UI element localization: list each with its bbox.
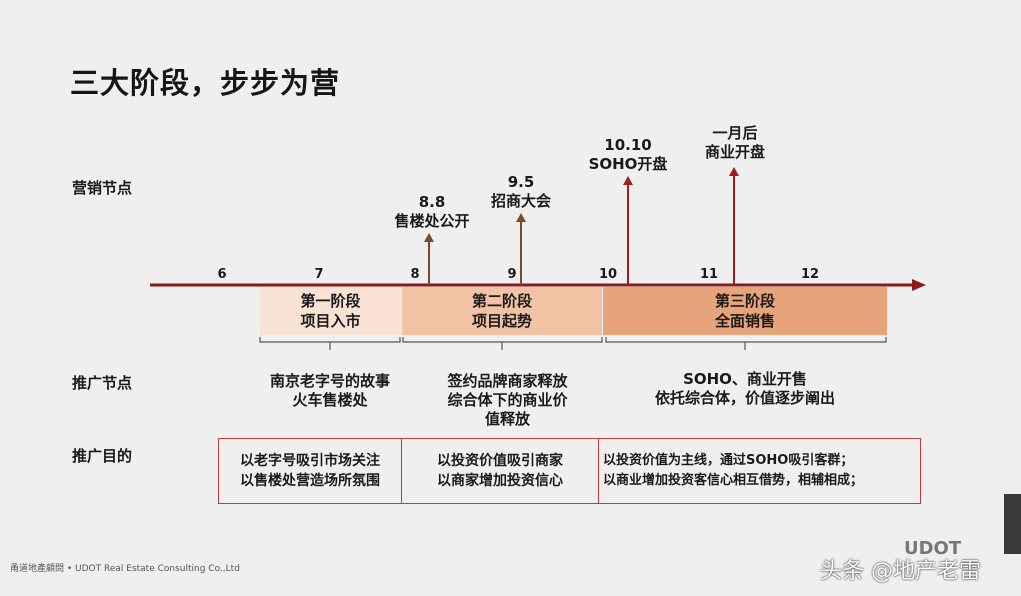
phase-box-2: 第二阶段 项目起势 bbox=[402, 287, 602, 335]
timeline-arrowhead bbox=[912, 279, 926, 291]
promotion-line: 火车售楼处 bbox=[292, 391, 368, 409]
watermark: 头条 @地产老雷 bbox=[820, 559, 981, 584]
event-name: 售楼处公开 bbox=[394, 212, 470, 230]
phase-name: 第三阶段 bbox=[714, 292, 775, 310]
promotion-text-3: SOHO、商业开售 依托综合体，价值逐步阐出 bbox=[620, 370, 870, 408]
event-name: 商业开盘 bbox=[704, 143, 765, 161]
event-date: 8.8 bbox=[418, 193, 446, 211]
event-name: SOHO开盘 bbox=[588, 155, 668, 173]
event-arrowhead-1 bbox=[424, 233, 434, 242]
phase-name: 第二阶段 bbox=[471, 292, 532, 310]
row-label-goal: 推广目的 bbox=[72, 447, 133, 465]
promotion-text-2: 签约品牌商家释放 综合体下的商业价 值释放 bbox=[425, 372, 590, 429]
promotion-text-1: 南京老字号的故事 火车售楼处 bbox=[245, 372, 415, 410]
promotion-line: 综合体下的商业价 bbox=[447, 391, 568, 409]
month-label: 12 bbox=[800, 267, 820, 282]
event-date: 10.10 bbox=[604, 136, 652, 154]
phase-desc: 项目入市 bbox=[300, 312, 361, 330]
goal-line: 以商业增加投资客信心相互借势，相辅相成； bbox=[603, 473, 864, 488]
phase-desc: 项目起势 bbox=[471, 312, 532, 330]
goal-line: 以投资价值吸引商家 bbox=[437, 453, 563, 469]
event-label-2: 9.5 招商大会 bbox=[476, 173, 566, 211]
goal-box-3: 以投资价值为主线，通过SOHO吸引客群； 以商业增加投资客信心相互借势，相辅相成… bbox=[598, 438, 921, 504]
goal-line: 以商家增加投资信心 bbox=[437, 473, 563, 489]
month-label: 10 bbox=[598, 267, 618, 282]
promotion-line: 签约品牌商家释放 bbox=[447, 372, 568, 390]
goal-box-2: 以投资价值吸引商家 以商家增加投资信心 bbox=[401, 438, 599, 504]
goal-box-1: 以老字号吸引市场关注 以售楼处营造场所氛围 bbox=[218, 438, 402, 504]
phase-desc: 全面销售 bbox=[714, 312, 775, 330]
month-label: 7 bbox=[314, 267, 324, 282]
phase-box-1: 第一阶段 项目入市 bbox=[260, 287, 401, 335]
event-label-4: 一月后 商业开盘 bbox=[690, 124, 780, 162]
promotion-line: 依托综合体，价值逐步阐出 bbox=[654, 389, 835, 407]
logo-bar bbox=[1004, 494, 1021, 554]
event-arrowhead-4 bbox=[729, 167, 739, 176]
phase-box-3: 第三阶段 全面销售 bbox=[603, 287, 887, 335]
event-date: 一月后 bbox=[712, 124, 758, 142]
phase-brace-3 bbox=[605, 337, 887, 350]
goal-line: 以投资价值为主线，通过SOHO吸引客群； bbox=[603, 453, 854, 468]
month-label: 6 bbox=[217, 267, 227, 282]
goal-line: 以老字号吸引市场关注 bbox=[240, 453, 380, 469]
event-date: 9.5 bbox=[507, 173, 535, 191]
event-arrowhead-2 bbox=[516, 213, 526, 222]
promotion-line: 南京老字号的故事 bbox=[269, 372, 390, 390]
phase-name: 第一阶段 bbox=[300, 292, 361, 310]
row-label-promotion: 推广节点 bbox=[72, 374, 133, 392]
event-label-1: 8.8 售楼处公开 bbox=[382, 193, 482, 231]
event-name: 招商大会 bbox=[490, 192, 551, 210]
phase-brace-2 bbox=[402, 337, 603, 350]
udot-logo: UDOT bbox=[904, 538, 962, 559]
month-label: 11 bbox=[699, 267, 719, 282]
phase-brace-1 bbox=[259, 337, 401, 350]
promotion-line: SOHO、商业开售 bbox=[683, 370, 807, 388]
month-label: 8 bbox=[410, 267, 420, 282]
row-label-marketing: 营销节点 bbox=[72, 179, 133, 197]
goal-line: 以售楼处营造场所氛围 bbox=[240, 473, 380, 489]
event-label-3: 10.10 SOHO开盘 bbox=[578, 136, 678, 174]
promotion-line: 值释放 bbox=[484, 410, 530, 428]
event-arrowhead-3 bbox=[623, 176, 633, 185]
page-title: 三大阶段，步步为营 bbox=[70, 66, 341, 100]
footer-company: 甬道地產顧問 • UDOT Real Estate Consulting Co.… bbox=[10, 564, 240, 574]
month-label: 9 bbox=[507, 267, 517, 282]
